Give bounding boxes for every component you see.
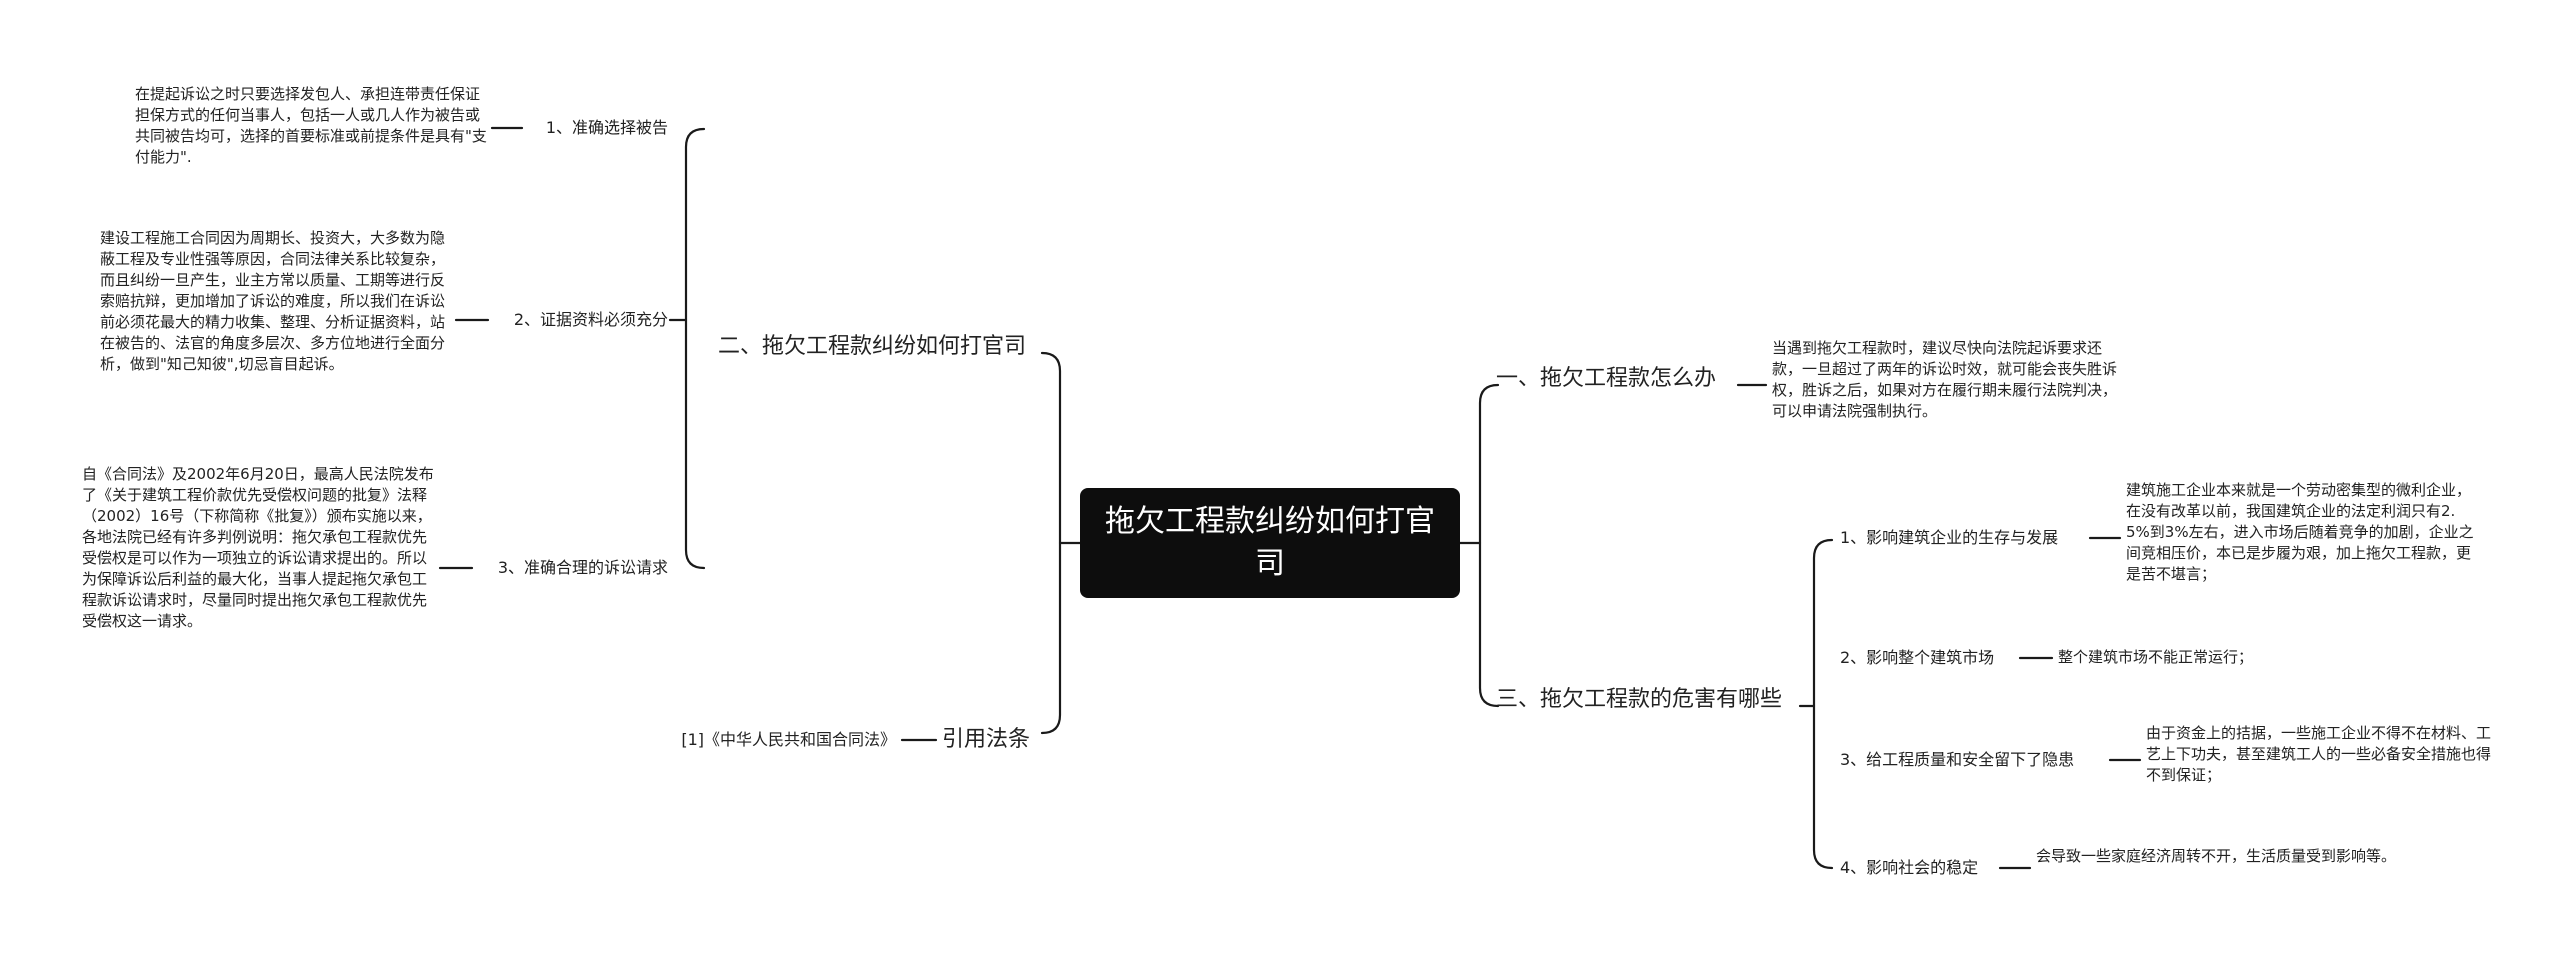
connector-left-spine [1040,351,1062,735]
b2-item-2-text: 建设工程施工合同因为周期长、投资大，大多数为隐蔽工程及专业性强等原因，合同法律关… [100,229,446,373]
b2-item-1-text: 在提起诉讼之时只要选择发包人、承担连带责任保证担保方式的任何当事人，包括一人或几… [135,85,487,166]
law-item: [1]《中华人民共和国合同法》 [681,730,896,749]
branch-law-title[interactable]: 引用法条 [942,727,1031,752]
connector-right-spine [1478,383,1500,708]
branch-2-title[interactable]: 二、拖欠工程款纠纷如何打官司 [718,334,1027,359]
connector-b3-spine [1812,538,1834,870]
connector-b2-spine [684,127,706,570]
b1-text: 当遇到拖欠工程款时，建议尽快向法院起诉要求还款，一旦超过了两年的诉讼时效，就可能… [1772,339,2118,420]
b3-item-4-label[interactable]: 4、影响社会的稳定 [1840,858,1979,877]
b3-item-2-text: 整个建筑市场不能正常运行； [2058,648,2254,666]
b3-item-1-label[interactable]: 1、影响建筑企业的生存与发展 [1840,528,2059,547]
b3-item-1-text: 建筑施工企业本来就是一个劳动密集型的微利企业，在没有改革以前，我国建筑企业的法定… [2126,481,2474,583]
b3-item-4-text: 会导致一些家庭经济周转不开，生活质量受到影响等。 [2036,847,2397,865]
branch-3-title[interactable]: 三、拖欠工程款的危害有哪些 [1496,687,1783,712]
b2-item-3-text: 自《合同法》及2002年6月20日，最高人民法院发布了《关于建筑工程价款优先受偿… [82,465,434,630]
root-node[interactable]: 拖欠工程款纠纷如何打官司 [1080,488,1460,598]
b3-item-2-label[interactable]: 2、影响整个建筑市场 [1840,648,1995,667]
b2-item-1-label[interactable]: 1、准确选择被告 [545,118,668,137]
b3-item-3-text: 由于资金上的拮据，一些施工企业不得不在材料、工艺上下功夫，甚至建筑工人的一些必备… [2146,724,2492,784]
b2-item-3-label[interactable]: 3、准确合理的诉讼请求 [497,558,668,577]
b3-item-3-label[interactable]: 3、给工程质量和安全留下了隐患 [1840,750,2075,769]
b2-item-2-label[interactable]: 2、证据资料必须充分 [513,310,668,329]
branch-1-title[interactable]: 一、拖欠工程款怎么办 [1496,366,1717,391]
